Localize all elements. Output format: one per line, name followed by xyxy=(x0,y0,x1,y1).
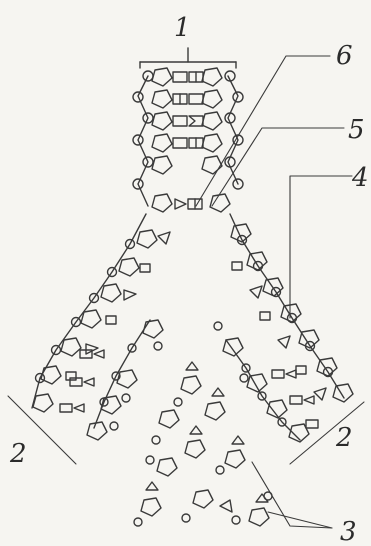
leader-lines xyxy=(8,56,364,528)
label-4: 4 xyxy=(351,163,369,193)
right-replication-arm xyxy=(214,214,353,442)
label-6: 6 xyxy=(336,41,353,71)
diagram-artwork xyxy=(8,48,364,528)
parent-left-backbone xyxy=(133,68,172,212)
label-2-left: 2 xyxy=(9,439,27,469)
label-3: 3 xyxy=(340,517,357,546)
label-2-right: 2 xyxy=(335,423,353,453)
free-nucleotides xyxy=(134,362,272,526)
label-1: 1 xyxy=(174,13,191,43)
parent-base-pairs xyxy=(173,72,203,209)
left-replication-arm xyxy=(32,214,170,440)
parent-duplex-bracket xyxy=(140,48,236,68)
label-5: 5 xyxy=(348,115,365,145)
